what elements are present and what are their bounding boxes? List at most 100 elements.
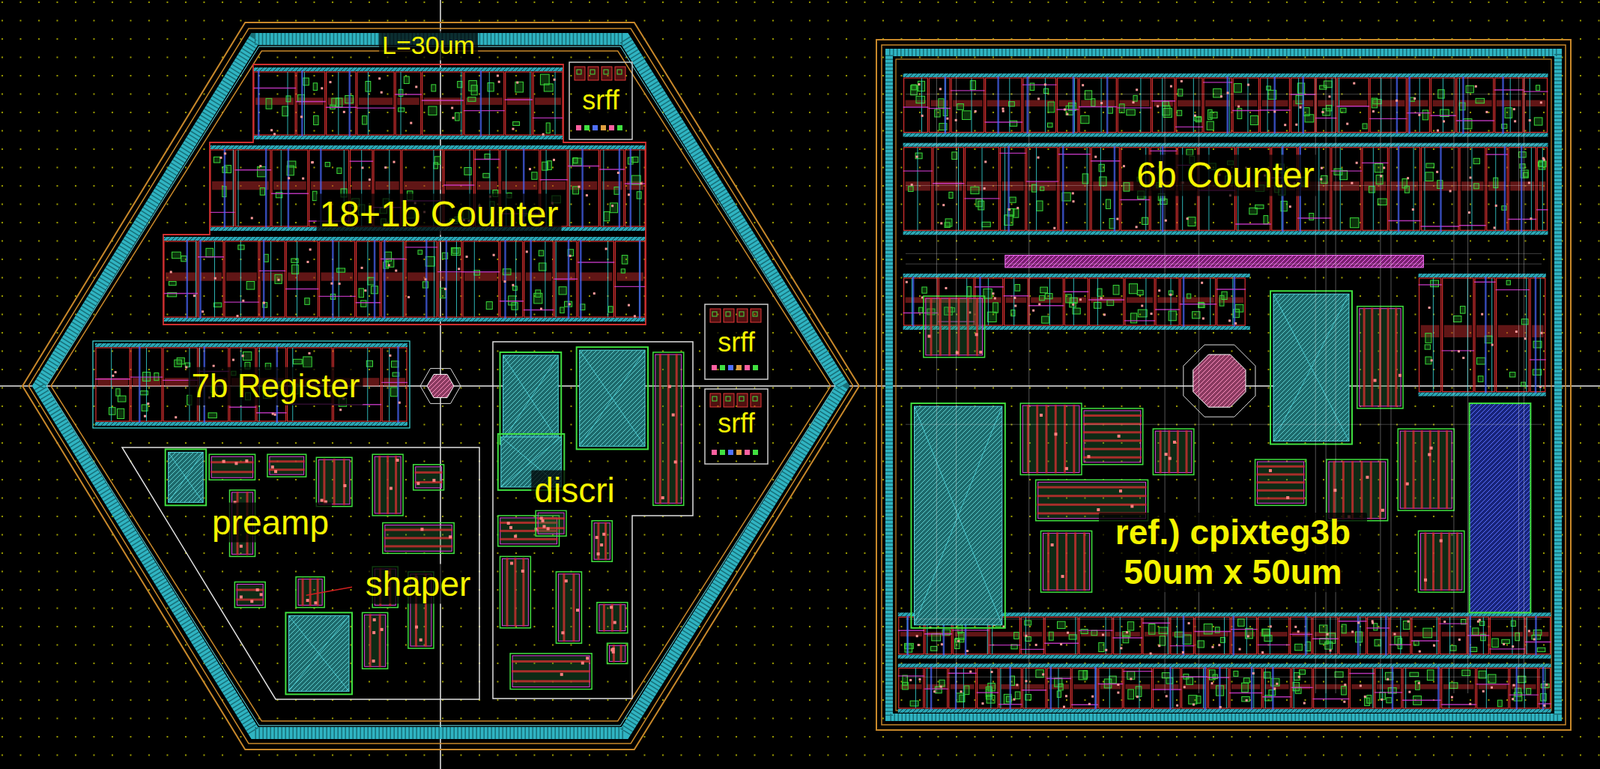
layout-g (163, 67, 646, 322)
layout-line (146, 347, 147, 421)
layout-rect (991, 670, 994, 673)
layout-rect (1426, 669, 1434, 681)
block-label: L=30um (379, 30, 478, 60)
layout-line (1459, 224, 1487, 226)
layout-rect (918, 677, 921, 681)
layout-rect (1419, 277, 1442, 392)
layout-rect (1243, 677, 1250, 683)
layout-rect (1050, 543, 1054, 547)
layout-rect (1482, 689, 1485, 693)
layout-line (1298, 77, 1299, 132)
layout-rect (1186, 217, 1189, 220)
layout-rect (273, 181, 307, 190)
layout-rect (1150, 312, 1153, 315)
layout-line (367, 347, 368, 421)
layout-rect (1490, 686, 1493, 689)
layout-rect (1294, 671, 1301, 680)
layout-rect (983, 187, 986, 190)
layout-rect (513, 534, 517, 538)
layout-rect (1152, 428, 1194, 475)
layout-rect (1404, 185, 1409, 193)
layout-rect (1048, 631, 1054, 640)
layout-rect (1370, 307, 1374, 407)
layout-rect (367, 277, 375, 285)
layout-rect (608, 306, 613, 313)
layout-rect (1103, 313, 1106, 316)
layout-rect (1180, 277, 1216, 326)
layout-rect (1329, 648, 1332, 651)
layout-rect (1237, 105, 1240, 108)
layout-rect (1459, 306, 1465, 314)
layout-line (456, 241, 457, 317)
layout-rect (1188, 695, 1198, 705)
layout-rect (274, 469, 278, 473)
layout-rect (286, 95, 291, 102)
layout-rect (1513, 683, 1516, 687)
block-label: preamp (208, 502, 332, 543)
layout-rect (1430, 77, 1455, 132)
layout-rect (385, 251, 392, 261)
layout-rect (534, 292, 543, 304)
layout-rect (942, 203, 945, 206)
layout-rect (1491, 343, 1494, 347)
layout-rect (325, 162, 330, 168)
layout-rect (1183, 685, 1186, 688)
layout-rect (944, 286, 947, 290)
layout-line (257, 70, 260, 137)
layout-line (1223, 616, 1225, 654)
layout-rect (574, 66, 586, 81)
layout-line (163, 292, 198, 294)
layout-line (499, 300, 524, 302)
layout-rect (1056, 531, 1059, 591)
layout-rect (1020, 402, 1082, 475)
layout-rect (1001, 107, 1004, 111)
layout-line (1313, 698, 1350, 699)
layout-line (1105, 616, 1107, 654)
layout-rect (1418, 273, 1547, 278)
layout-rect (674, 459, 678, 463)
layout-rect (1351, 683, 1373, 690)
layout-rect (1367, 695, 1372, 704)
layout-rect (1374, 638, 1381, 646)
layout-rect (569, 254, 572, 257)
layout-rect (1000, 147, 1025, 231)
layout-rect (1489, 616, 1525, 654)
layout-line (624, 182, 646, 184)
layout-rect (163, 236, 646, 241)
layout-rect (617, 69, 622, 75)
layout-rect (257, 166, 266, 177)
layout-rect (1402, 620, 1410, 630)
layout-rect (1241, 695, 1251, 701)
layout-line (907, 614, 910, 655)
layout-rect (1478, 683, 1508, 690)
layout-rect (612, 644, 615, 662)
layout-rect (1485, 110, 1488, 114)
layout-rect (343, 110, 346, 114)
layout-rect (1371, 619, 1374, 622)
layout-rect (579, 349, 645, 446)
layout-rect (1037, 156, 1040, 159)
layout-rect (949, 191, 953, 198)
layout-rect (372, 453, 403, 516)
layout-rect (958, 632, 965, 640)
layout-rect (358, 97, 393, 105)
layout-line (197, 256, 224, 257)
layout-rect (303, 356, 312, 368)
layout-rect (1053, 226, 1056, 230)
layout-rect (1386, 677, 1389, 681)
layout-rect (1357, 306, 1403, 409)
layout-rect (568, 149, 599, 227)
layout-rect (361, 300, 367, 307)
layout-rect (957, 297, 960, 356)
layout-line (1329, 616, 1331, 654)
layout-rect (1420, 429, 1424, 509)
layout-rect (198, 241, 224, 317)
layout-rect (1192, 703, 1195, 706)
layout-rect (1334, 671, 1344, 677)
layout-rect (1429, 446, 1433, 450)
layout-line (964, 197, 1000, 199)
layout-line (388, 347, 390, 421)
layout-line (1013, 277, 1015, 326)
layout-rect (987, 100, 1021, 107)
layout-rect (1054, 404, 1057, 473)
